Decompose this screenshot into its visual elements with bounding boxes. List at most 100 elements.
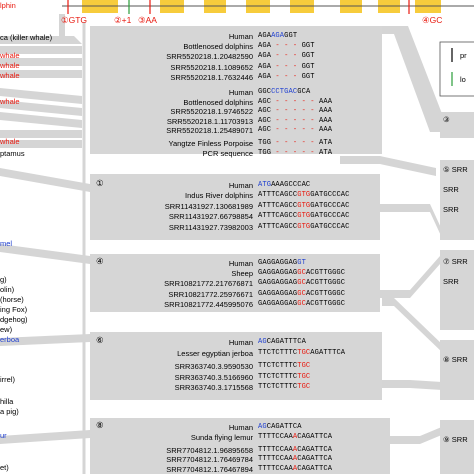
sequence-segment: GATGCCCAC — [310, 212, 350, 221]
sequence-row-label: SRR5520218.1.25489071 — [166, 126, 253, 136]
sequence-segment: CAGATTCA — [297, 445, 333, 454]
species-label: ca (killer whale) — [0, 33, 53, 42]
sequence: AGA - - - GGT — [258, 53, 315, 60]
sequence: TTCTCTTTCTGC — [258, 373, 310, 381]
sequence-segment: GC — [297, 289, 306, 298]
legend-frame — [439, 41, 474, 97]
sequence-segment: AAA — [319, 107, 333, 116]
sequence-segment: GGT — [301, 52, 315, 61]
species-label: lphin — [0, 1, 16, 10]
band — [0, 58, 82, 66]
sequence-row-label: Bottlenosed dolphins — [183, 97, 253, 107]
species-label: mel — [0, 239, 13, 248]
sequence-segment: CCTGAC — [271, 88, 298, 96]
sequence-row-label: Indus River dolphins — [185, 191, 253, 201]
species-label: hilla — [0, 397, 14, 406]
sequence-segment: GC — [297, 279, 306, 288]
sequence-segment: - - - - - — [271, 107, 320, 116]
sequence-row-label: Human — [228, 423, 253, 432]
band — [0, 168, 90, 192]
sequence-row-label: PCR sequence — [202, 148, 253, 158]
sequence-segment: AGC — [258, 97, 272, 106]
right-panels — [440, 112, 474, 474]
connector-bands — [0, 26, 446, 444]
sequence-segment: GGT — [301, 42, 315, 51]
sequence-segment: A — [292, 455, 298, 464]
band — [380, 256, 440, 298]
species-label: whale — [0, 51, 20, 60]
panel-box — [90, 174, 380, 240]
sequence-segment: AGC — [258, 116, 272, 125]
sequence-row-label: SRR7704812.1.96895658 — [166, 445, 253, 455]
sequence-segment: - - - - - — [271, 139, 320, 147]
right-panel — [440, 160, 474, 240]
sequence-segment: GATGCCCAC — [310, 222, 350, 231]
sequence: TGG - - - - - ATA — [258, 149, 332, 157]
panel-box — [90, 332, 382, 400]
sequence-segment: ACGTTGGGC — [305, 289, 346, 298]
species-label: olin) — [0, 285, 15, 294]
species-label: ing Fox) — [0, 305, 28, 314]
sequence-segment: CAGATTCA — [297, 455, 333, 464]
sequence: AGCAGATTCA — [258, 423, 302, 431]
sequence-segment: A — [292, 432, 298, 441]
sequence-segment: GATGCCCAC — [310, 201, 350, 210]
species-label: et) — [0, 463, 9, 472]
band — [0, 140, 82, 148]
sequence-segment: - - - - - — [271, 116, 320, 125]
sequence: GGCCCTGACGCA — [258, 88, 311, 96]
species-label: dgehog) — [0, 315, 28, 324]
band — [0, 100, 82, 116]
sequence: AGC - - - - - AAA — [258, 127, 332, 134]
sequence-segment: CAGATTTCA — [266, 338, 306, 346]
sequence-row-label: SRR11431927.130681989 — [164, 201, 253, 211]
sequence-segment: TGC — [297, 348, 311, 357]
sequence-row-label: SRR5520218.1.9746522 — [170, 107, 253, 117]
legend-box — [439, 41, 474, 97]
sequence-segment: AGA — [258, 72, 272, 81]
legend-label-1: pr — [460, 51, 467, 60]
sequence-segment: ATTTCAGCC — [258, 201, 298, 210]
band — [382, 380, 442, 390]
band — [0, 36, 82, 44]
sequence-row-label: Human — [228, 338, 253, 347]
sequence-segment: - - - - - — [271, 97, 320, 106]
sequence: ATTTCAGCCGTGGATGCCCAC — [258, 222, 350, 231]
sequence-segment: ATTTCAGCC — [258, 191, 298, 200]
sequence-row-label: SRR5520218.1.11703913 — [166, 116, 253, 126]
right-panel — [440, 250, 474, 330]
sequence-segment: GC — [297, 299, 306, 308]
sequence-row-label: Sheep — [231, 269, 253, 279]
sequence-segment: GAGGAGGAG — [258, 269, 298, 278]
sequence-segment: AAAGCCCAC — [271, 181, 311, 189]
sequence: ATTTCAGCCGTGGATGCCCAC — [258, 192, 350, 199]
marker-gc: ④GC — [422, 15, 443, 25]
band — [370, 26, 446, 132]
sequence-segment: - - - — [271, 42, 302, 51]
sequence-segment: AAA — [319, 126, 333, 135]
sequence-row-label: SRR11431927.73982003 — [168, 222, 253, 232]
sequence-segment: TTCTCTTTC — [258, 383, 298, 392]
sequence-segment: GTG — [297, 201, 311, 210]
sequence-segment: TTCTCTTTC — [258, 348, 298, 357]
band — [0, 430, 90, 444]
sequence-segment: TTTTCCAA — [258, 465, 293, 474]
sequence: TTTTCCAAACAGATTCA — [258, 466, 332, 473]
right-panel-label: ⑤ SRR — [443, 165, 468, 174]
right-panel-label: SRR — [443, 277, 459, 286]
band — [0, 244, 90, 264]
panel-box — [90, 80, 382, 154]
species-label: ur — [0, 431, 7, 440]
sequence-row-label: Lesser egyptian jerboa — [177, 348, 253, 358]
sequence-segment: TGG — [258, 139, 272, 147]
sequence-segment: GCA — [297, 88, 311, 96]
right-panel-label: ③ — [443, 115, 450, 124]
sequence-segment: ACGTTGGGC — [305, 299, 346, 308]
band — [0, 112, 82, 128]
sequence: AGC - - - - - AAA — [258, 108, 332, 115]
sequence-row-label: SRR10821772.217676871 — [164, 279, 253, 289]
sequence-row-label: SRR363740.3.9590530 — [174, 362, 253, 372]
right-panel-label: ⑨ SRR — [443, 435, 468, 444]
sequence-segment: GGC — [258, 88, 272, 96]
